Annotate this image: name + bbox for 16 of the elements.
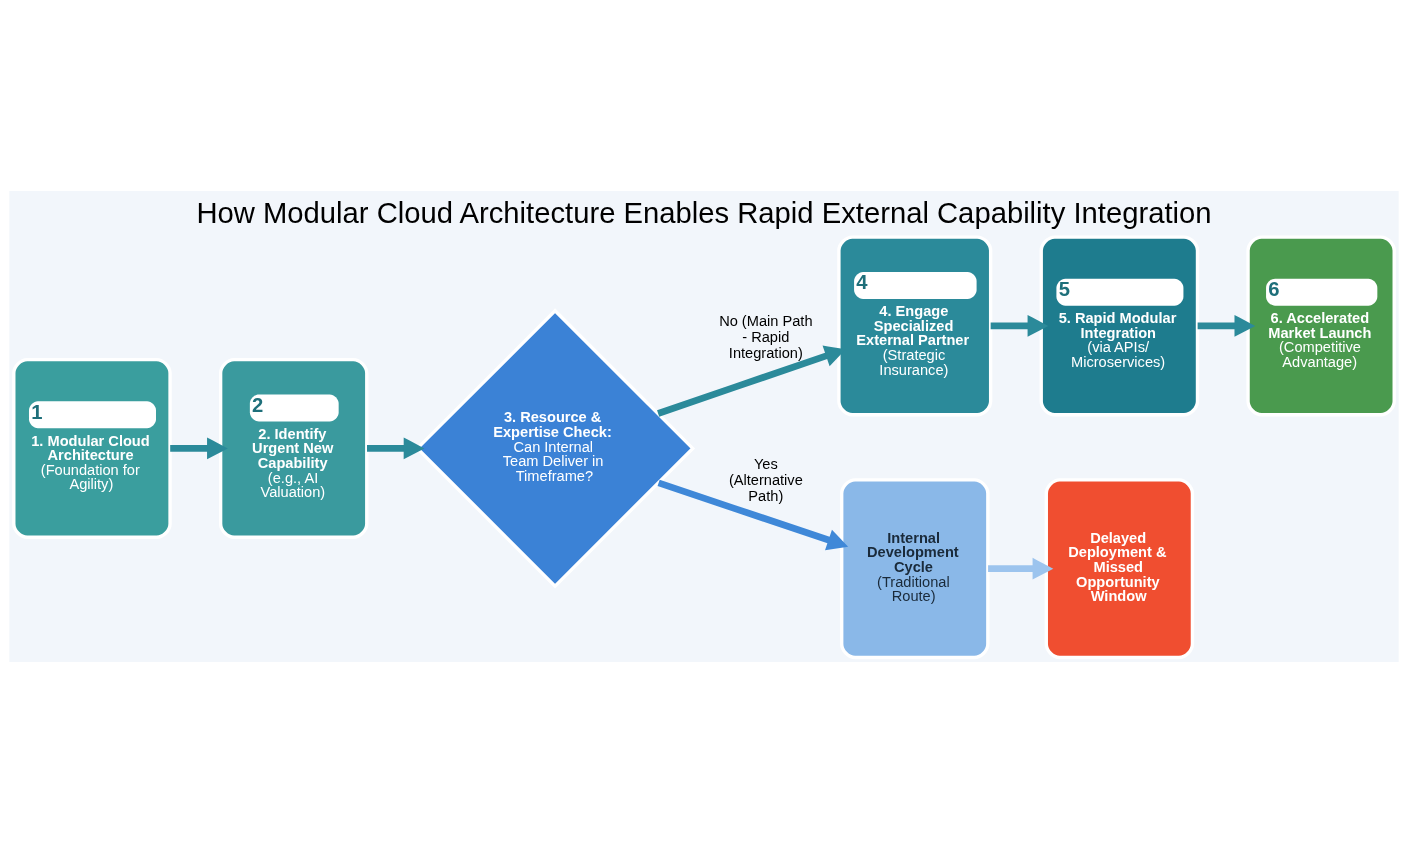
node-box: 5 5. Rapid Modular Integration (via APIs/ Microservices) <box>1039 235 1200 417</box>
node-box: 6 6. Accelerated Market Launch (Competitive Advantage) <box>1246 235 1396 417</box>
edge-label: Yes (Alternative Path) <box>728 456 803 504</box>
arrow <box>990 315 1049 337</box>
node-box: Internal Development Cycle (Traditional Route) <box>840 478 990 660</box>
node-box: 1 1. Modular Cloud Architecture (Foundation for Agility) <box>12 357 172 539</box>
arrow <box>988 557 1054 580</box>
node-box: 4 4. Engage Specialized External Partner (Strategic Insurance) <box>837 235 993 417</box>
diagram-title: How Modular Cloud Architecture Enables Rapid External Capability Integration <box>196 197 1212 230</box>
arrow <box>367 437 425 460</box>
arrow <box>657 479 849 551</box>
edge-label: No (Main Path - Rapid Integration) <box>719 313 813 361</box>
arrow <box>1197 315 1256 337</box>
node-box: 2 2. Identify Urgent New Capability (e.g., AI Valuation) <box>218 357 369 539</box>
arrow <box>170 437 228 460</box>
node-box: Delayed Deployment & Missed Opportunity Window <box>1044 478 1195 660</box>
